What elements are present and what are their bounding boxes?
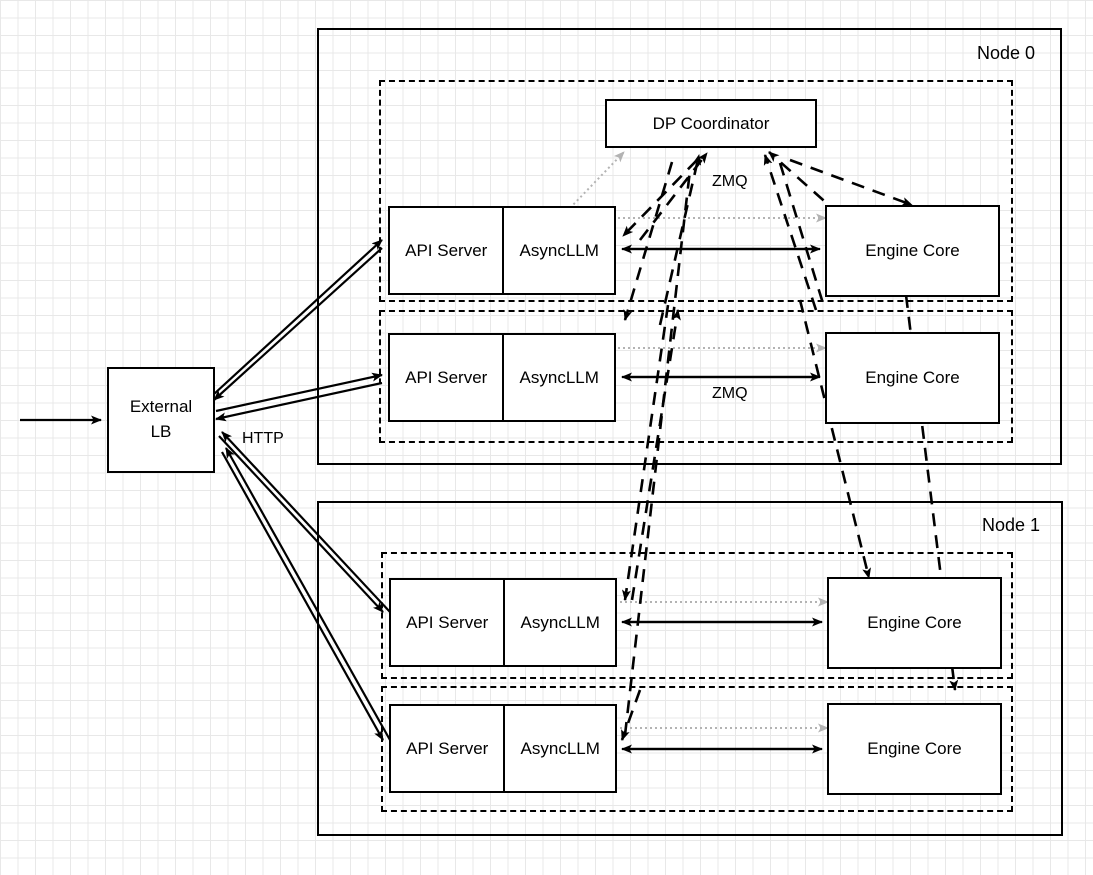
node-0-label: Node 0: [977, 43, 1036, 63]
engine-core-label: Engine Core: [867, 739, 962, 758]
node-1-group-1-engine-core-box[interactable]: Engine Core: [827, 703, 1002, 795]
node-0-container: [317, 28, 1062, 465]
node-1-group-0-engine-core-box[interactable]: Engine Core: [827, 577, 1002, 669]
node-1-container: [317, 501, 1063, 836]
node-0-group-1-engine-core-box[interactable]: Engine Core: [825, 332, 1000, 424]
external-lb-box[interactable]: External LB: [107, 367, 215, 473]
async-llm-label: AsyncLLM: [519, 367, 599, 387]
external-lb-label-line1: External: [129, 397, 193, 417]
api-server-label: API Server: [390, 208, 505, 293]
node-0-group-0-api-server-box[interactable]: API Server AsyncLLM: [388, 206, 616, 295]
engine-core-label: Engine Core: [867, 613, 962, 632]
async-llm-label: AsyncLLM: [519, 240, 599, 260]
api-server-label: API Server: [391, 580, 506, 665]
external-lb-label-line2: LB: [150, 422, 172, 441]
node-1-group-0-api-server-box[interactable]: API Server AsyncLLM: [389, 578, 617, 667]
engine-core-label: Engine Core: [865, 368, 960, 387]
node-0-group-0-boundary: [379, 80, 1013, 302]
dp-coordinator-label: DP Coordinator: [652, 113, 770, 133]
api-server-label: API Server: [390, 335, 505, 420]
engine-core-label: Engine Core: [865, 241, 960, 260]
node-1-group-1-boundary: [381, 686, 1013, 812]
zmq-label-top: ZMQ: [712, 173, 748, 190]
node-1-group-1-api-server-box[interactable]: API Server AsyncLLM: [389, 704, 617, 793]
async-llm-label: AsyncLLM: [520, 738, 600, 758]
node-0-group-1-boundary: [379, 310, 1013, 443]
node-0-group-0-engine-core-box[interactable]: Engine Core: [825, 205, 1000, 297]
dp-coordinator-box[interactable]: DP Coordinator: [605, 99, 817, 148]
node-1-group-0-boundary: [381, 552, 1013, 679]
api-server-label: API Server: [391, 706, 506, 791]
async-llm-label: AsyncLLM: [520, 612, 600, 632]
node-0-group-1-api-server-box[interactable]: API Server AsyncLLM: [388, 333, 616, 422]
node-1-label: Node 1: [982, 515, 1041, 535]
http-label: HTTP: [242, 430, 284, 447]
zmq-label-bottom: ZMQ: [712, 385, 748, 402]
